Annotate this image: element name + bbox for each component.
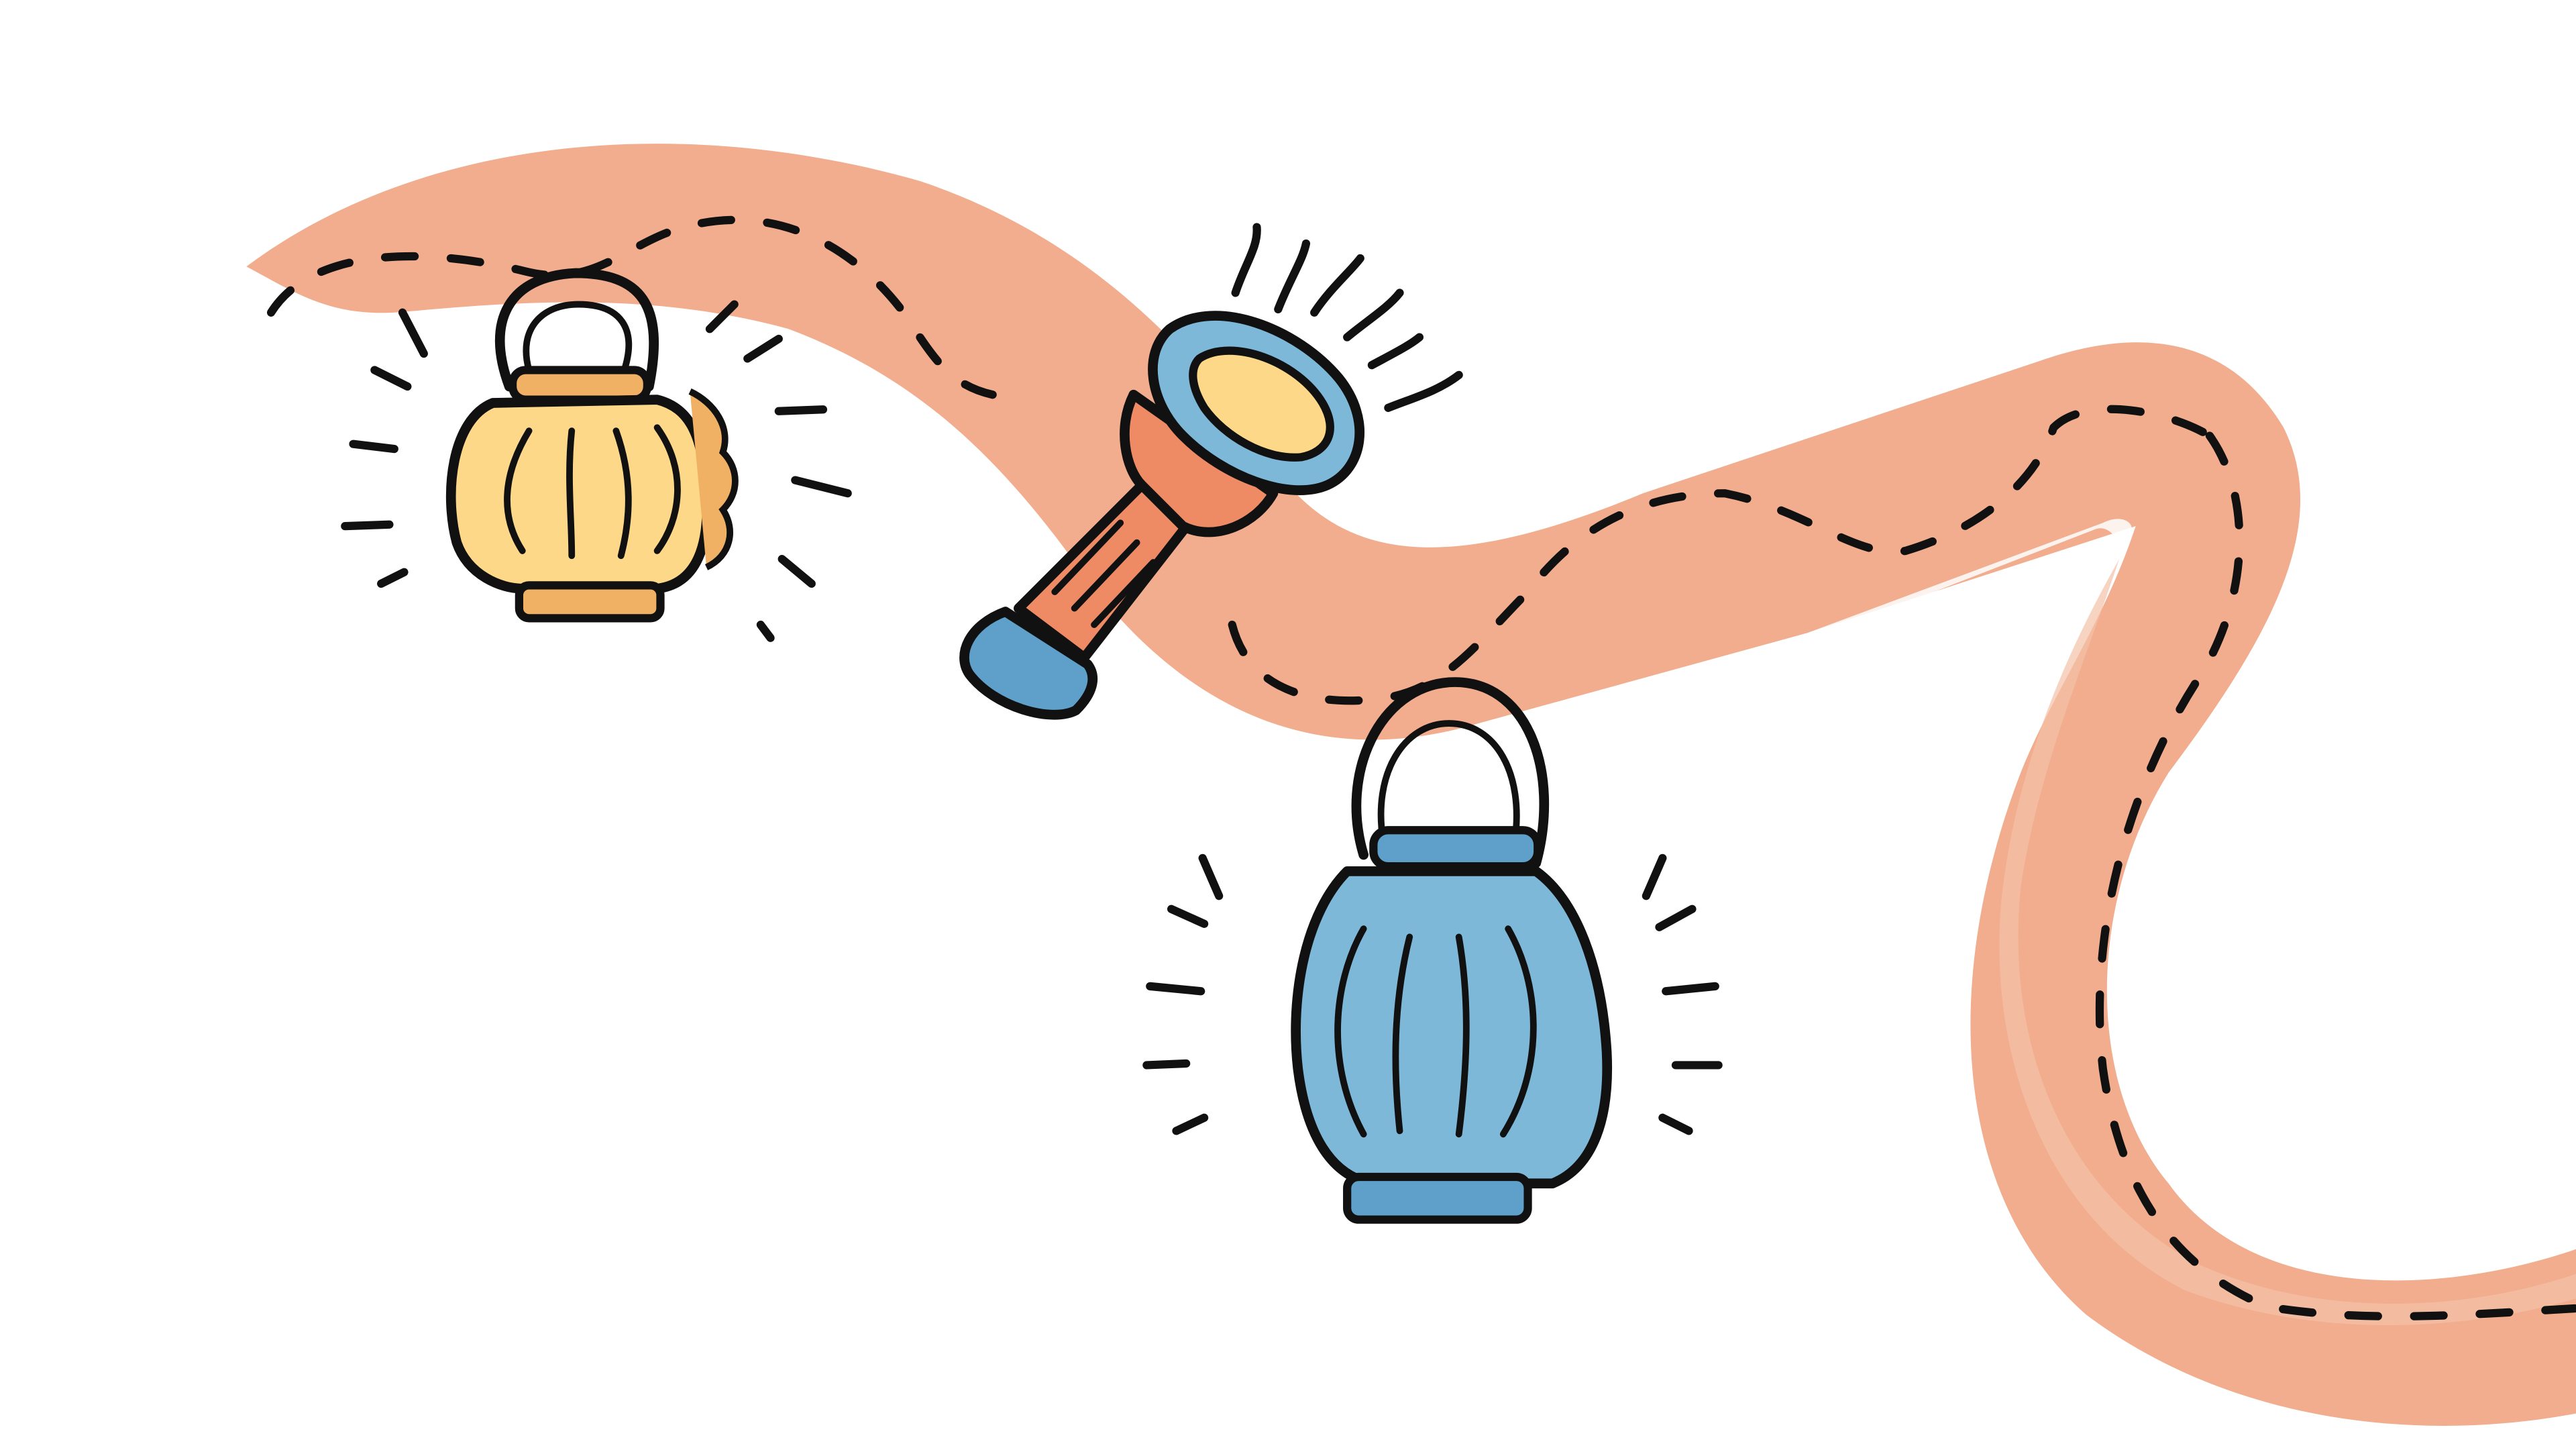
lantern-body xyxy=(1291,866,1613,1189)
lantern-base xyxy=(1343,1172,1532,1224)
road-band xyxy=(246,144,2576,1426)
lantern-rib-4 xyxy=(1499,925,1537,1138)
lantern-icon xyxy=(445,268,739,623)
lantern-rib-2 xyxy=(566,427,576,560)
flashlight-neck xyxy=(1120,389,1279,537)
blue-lantern xyxy=(1142,677,1723,1224)
lantern-rib-1 xyxy=(504,427,533,554)
lantern-base xyxy=(515,581,665,623)
lantern-icon xyxy=(1291,677,1613,1224)
flashlight-grip-lines xyxy=(1051,519,1157,629)
lantern-rib-4 xyxy=(653,424,681,554)
lantern-rib-2 xyxy=(1392,933,1413,1135)
lantern-cap xyxy=(508,366,652,404)
lantern-scallop xyxy=(688,388,739,570)
lantern-body xyxy=(445,395,712,594)
dashed-trail xyxy=(266,215,2576,1320)
lantern-glow-lines xyxy=(341,300,852,642)
yellow-lantern xyxy=(341,268,852,642)
flashlight-glow-lines xyxy=(1231,223,1463,412)
lantern-glow-lines xyxy=(1142,853,1723,1135)
lantern-rib-3 xyxy=(1455,933,1470,1138)
trail-segment-middle xyxy=(1228,405,2214,705)
flashlight xyxy=(959,223,1463,720)
lantern-handle-inner xyxy=(523,301,633,374)
flashlight-lens xyxy=(1189,346,1334,462)
road-highlight xyxy=(1807,519,2133,638)
lantern-cap xyxy=(1369,826,1542,871)
lantern-rib-3 xyxy=(612,427,632,560)
trail-segment-right xyxy=(2095,431,2576,1320)
winding-road xyxy=(246,144,2576,1426)
lantern-rib-1 xyxy=(1334,925,1367,1138)
lantern-handle-inner xyxy=(1377,720,1520,845)
flashlight-tail xyxy=(959,607,1097,720)
lantern-handle xyxy=(494,268,659,392)
flashlight-icon xyxy=(959,311,1364,720)
trail-segment-top xyxy=(266,215,1023,403)
lantern-handle xyxy=(1351,677,1550,868)
